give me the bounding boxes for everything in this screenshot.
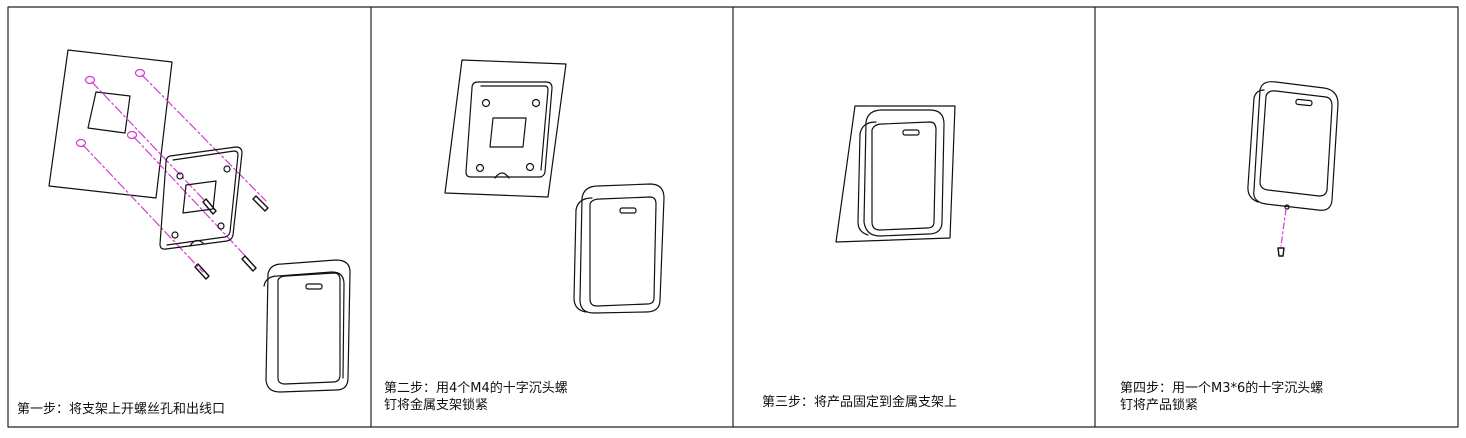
step1-wire-hole (88, 92, 130, 133)
step3-illustration (836, 106, 955, 242)
step1-illustration (49, 50, 350, 392)
step1-product (264, 260, 350, 392)
step3-caption-line1: 第三步：将产品固定到金属支架上 (762, 395, 958, 410)
step2-caption-line2: 钉将金属支架锁紧 (384, 398, 489, 413)
step4-caption: 第四步：用一个M3*6的十字沉头螺 钉将产品锁紧 (1120, 380, 1323, 414)
step1-caption-line1: 第一步：将支架上开螺丝孔和出线口 (17, 402, 226, 417)
step1-drill-holes (75, 68, 146, 148)
step2-metal-bracket (466, 82, 552, 178)
step1-metal-bracket (160, 147, 242, 249)
step4-illustration (1248, 82, 1338, 256)
step3-caption: 第三步：将产品固定到金属支架上 (762, 394, 957, 411)
step2-product (574, 184, 664, 313)
step1-guide-lines (83, 75, 266, 272)
step4-caption-line1: 第四步：用一个M3*6的十字沉头螺 (1120, 381, 1324, 396)
step2-caption: 第二步：用4个M4的十字沉头螺 钉将金属支架锁紧 (384, 380, 568, 414)
step2-caption-line1: 第二步：用4个M4的十字沉头螺 (384, 381, 568, 396)
step2-wall-plate (445, 60, 566, 197)
step4-product (1248, 82, 1338, 211)
step1-screws (195, 196, 268, 279)
step3-wall-plate (836, 106, 955, 242)
step4-screw (1278, 248, 1284, 256)
panel-frames (8, 7, 1458, 427)
step1-caption: 第一步：将支架上开螺丝孔和出线口 (17, 401, 225, 418)
step1-wall-plate (49, 50, 172, 198)
step4-caption-line2: 钉将产品锁紧 (1120, 398, 1199, 413)
step4-guide-line (1281, 209, 1286, 246)
step2-illustration (445, 60, 664, 313)
step3-product (858, 110, 944, 236)
